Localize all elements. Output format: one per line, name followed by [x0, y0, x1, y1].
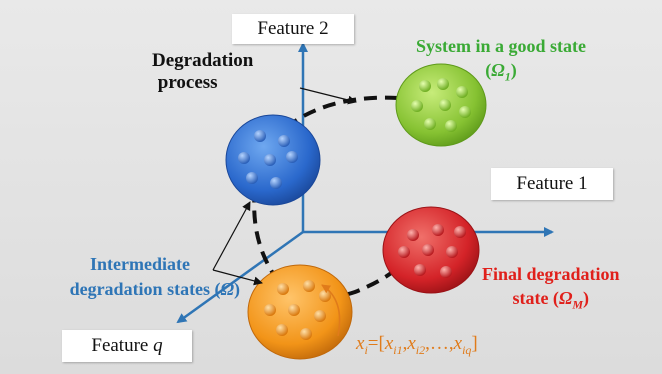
featureq-label-box: Feature q	[62, 330, 192, 362]
feature-vector-label: xi=[xi1,xi2,…,xiq]	[356, 333, 478, 357]
featureq-label: Feature q	[91, 335, 163, 356]
degradation-path	[252, 95, 412, 299]
feature2-label: Feature 2	[257, 18, 329, 39]
feature1-label-box: Feature 1	[491, 168, 613, 200]
good-state-label: System in a good state (Ω1)	[416, 36, 586, 84]
feature1-label: Feature 1	[516, 173, 588, 194]
pointer-intermediate-orange	[212, 269, 263, 286]
feature2-label-box: Feature 2	[232, 14, 354, 44]
cluster-good-state	[395, 63, 487, 147]
pointer-vector	[321, 284, 341, 337]
cluster-final-state	[382, 206, 480, 294]
pointer-intermediate-blue	[212, 201, 251, 271]
final-state-label: Final degradation state (ΩM)	[482, 264, 620, 312]
intermediate-states-label: Intermediate degradation states (Ω)	[69, 254, 240, 299]
pointer-degradation	[299, 87, 357, 105]
degradation-process-label: Degradation process	[152, 50, 254, 93]
cluster-intermediate-orange	[247, 264, 353, 360]
cluster-intermediate-blue	[225, 114, 321, 206]
